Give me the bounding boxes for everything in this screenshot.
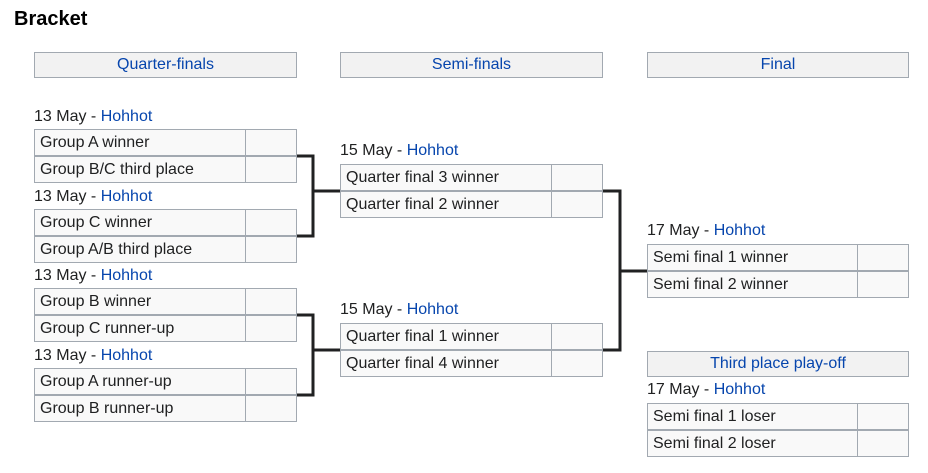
team-name: Quarter final 4 winner (346, 355, 499, 372)
third-place-link[interactable]: Third place play-off (710, 355, 846, 372)
team-row: Quarter final 1 winner (340, 323, 603, 350)
match-info: 17 May - Hohhot (647, 222, 766, 239)
team-name: Group C winner (40, 214, 153, 231)
team-row: Group C winner (34, 209, 297, 236)
team-row: Group B winner (34, 288, 297, 315)
match-qf-2: 13 May - Hohhot Group C winner Group A/B… (34, 186, 297, 264)
match-info: 15 May - Hohhot (340, 301, 459, 318)
match-info: 13 May - Hohhot (34, 347, 153, 364)
team-score (245, 157, 296, 182)
team-score (857, 431, 908, 456)
match-qf-4: 13 May - Hohhot Group A runner-up Group … (34, 345, 297, 423)
venue-link[interactable]: Hohhot (100, 267, 153, 284)
match-qf-3: 13 May - Hohhot Group B winner Group C r… (34, 265, 297, 343)
venue-link[interactable]: Hohhot (406, 142, 459, 159)
team-row: Group A winner (34, 129, 297, 156)
team-row: Quarter final 4 winner (340, 350, 603, 377)
match-info: 15 May - Hohhot (340, 142, 459, 159)
match-info: 13 May - Hohhot (34, 188, 153, 205)
round-header-quarterfinals[interactable]: Quarter-finals (34, 52, 297, 78)
team-name: Semi final 2 winner (653, 276, 789, 293)
team-name: Group A runner-up (40, 373, 172, 390)
team-score (245, 210, 296, 235)
team-row: Group A runner-up (34, 368, 297, 395)
team-name: Semi final 1 loser (653, 408, 776, 425)
team-name: Group A/B third place (40, 241, 193, 258)
connector-qf1-qf2 (297, 154, 315, 238)
connector-sf1-sf2 (603, 189, 622, 352)
page-title: Bracket (14, 8, 88, 30)
match-final: 17 May - Hohhot Semi final 1 winner Semi… (647, 220, 909, 298)
match-date: 13 May (34, 108, 87, 125)
match-sf-2: 15 May - Hohhot Quarter final 1 winner Q… (340, 299, 603, 377)
team-name: Semi final 1 winner (653, 249, 789, 266)
team-score (245, 237, 296, 262)
match-info: 17 May - Hohhot (647, 381, 766, 398)
team-row: Group A/B third place (34, 236, 297, 263)
match-date: 13 May (34, 267, 87, 284)
team-score (551, 165, 602, 190)
team-row: Quarter final 3 winner (340, 164, 603, 191)
match-date: 15 May (340, 301, 393, 318)
team-name: Quarter final 2 winner (346, 196, 499, 213)
team-row: Semi final 2 winner (647, 271, 909, 298)
match-date: 17 May (647, 381, 700, 398)
team-name: Quarter final 3 winner (346, 169, 499, 186)
semifinals-link[interactable]: Semi-finals (431, 56, 512, 73)
team-row: Quarter final 2 winner (340, 191, 603, 218)
team-score (857, 272, 908, 297)
quarterfinals-link[interactable]: Quarter-finals (117, 56, 214, 73)
team-score (551, 351, 602, 376)
team-row: Group C runner-up (34, 315, 297, 342)
team-score (245, 289, 296, 314)
team-name: Group B winner (40, 293, 152, 310)
team-name: Group A winner (40, 134, 150, 151)
venue-link[interactable]: Hohhot (100, 347, 153, 364)
team-score (857, 245, 908, 270)
team-score (551, 192, 602, 217)
team-row: Group B runner-up (34, 395, 297, 422)
team-name: Quarter final 1 winner (346, 328, 499, 345)
venue-link[interactable]: Hohhot (713, 222, 766, 239)
team-score (245, 130, 296, 155)
team-name: Group C runner-up (40, 320, 175, 337)
match-qf-1: 13 May - Hohhot Group A winner Group B/C… (34, 106, 297, 184)
round-header-semifinals[interactable]: Semi-finals (340, 52, 603, 78)
match-info: 13 May - Hohhot (34, 108, 153, 125)
match-date: 13 May (34, 188, 87, 205)
match-third-place: 17 May - Hohhot Semi final 1 loser Semi … (647, 379, 909, 457)
team-row: Semi final 2 loser (647, 430, 909, 457)
match-date: 17 May (647, 222, 700, 239)
team-score (245, 369, 296, 394)
match-date: 13 May (34, 347, 87, 364)
connector-qf3-qf4 (297, 313, 315, 397)
team-score (245, 316, 296, 341)
team-row: Group B/C third place (34, 156, 297, 183)
team-row: Semi final 1 winner (647, 244, 909, 271)
match-date: 15 May (340, 142, 393, 159)
venue-link[interactable]: Hohhot (406, 301, 459, 318)
match-sf-1: 15 May - Hohhot Quarter final 3 winner Q… (340, 140, 603, 218)
final-link[interactable]: Final (760, 56, 796, 73)
team-score (857, 404, 908, 429)
round-header-final[interactable]: Final (647, 52, 909, 78)
match-info: 13 May - Hohhot (34, 267, 153, 284)
venue-link[interactable]: Hohhot (100, 108, 153, 125)
team-name: Group B/C third place (40, 161, 194, 178)
team-name: Semi final 2 loser (653, 435, 776, 452)
team-score (245, 396, 296, 421)
venue-link[interactable]: Hohhot (100, 188, 153, 205)
team-row: Semi final 1 loser (647, 403, 909, 430)
round-header-third-place[interactable]: Third place play-off (647, 351, 909, 377)
venue-link[interactable]: Hohhot (713, 381, 766, 398)
team-score (551, 324, 602, 349)
team-name: Group B runner-up (40, 400, 174, 417)
